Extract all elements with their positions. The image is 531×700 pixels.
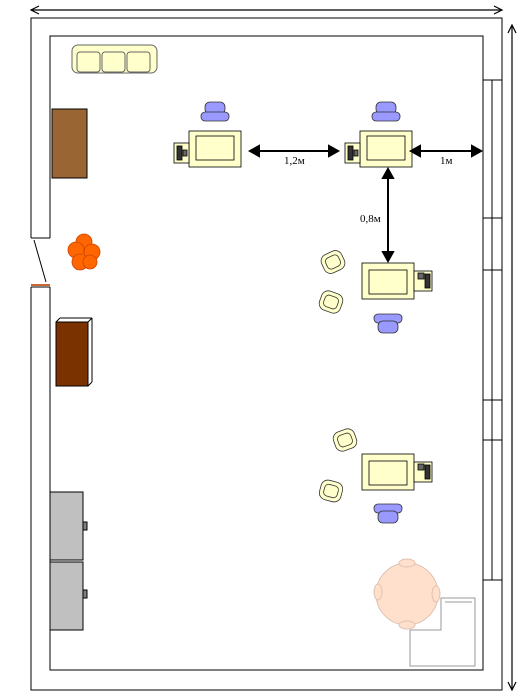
workstation-1	[173, 101, 242, 168]
distance-arrow-wall	[408, 144, 484, 158]
office-chair-icon	[373, 503, 403, 524]
armchair-icon	[332, 428, 358, 452]
armchair-icon	[318, 290, 344, 314]
sofa	[71, 44, 158, 74]
window-strip	[482, 79, 503, 581]
potted-plant-icon	[67, 233, 101, 271]
desk	[173, 130, 242, 168]
office-chair-icon	[371, 101, 401, 122]
overall-width-dimension	[29, 5, 504, 15]
dimension-label-row-gap: 0,8м	[360, 213, 381, 225]
overall-height-dimension	[507, 23, 517, 692]
armchair-icon	[320, 250, 346, 274]
corner-counter	[409, 597, 476, 667]
telephone-icon	[417, 463, 431, 480]
workstation-2	[344, 101, 413, 168]
office-chair-icon	[200, 101, 230, 122]
armchair-icon	[318, 479, 344, 503]
round-table	[373, 558, 441, 630]
dimension-label-wall-gap: 1м	[440, 155, 453, 167]
desk	[361, 453, 433, 491]
office-chair-icon	[373, 313, 403, 334]
distance-arrow-desks	[247, 144, 341, 158]
cabinet-bottom	[55, 321, 89, 387]
desk	[361, 262, 433, 300]
workstation-4	[318, 428, 433, 524]
cabinet-top	[51, 108, 88, 179]
desk	[344, 130, 413, 168]
entrance-door	[31, 239, 50, 286]
telephone-icon	[176, 145, 188, 161]
filing-cabinet-top	[49, 491, 88, 561]
workstation-3	[318, 250, 433, 334]
distance-arrow-rows	[381, 166, 395, 264]
telephone-icon	[347, 145, 359, 161]
telephone-icon	[417, 272, 431, 289]
filing-cabinet-bottom	[49, 561, 88, 631]
dimension-label-desk-gap: 1,2м	[284, 155, 305, 167]
